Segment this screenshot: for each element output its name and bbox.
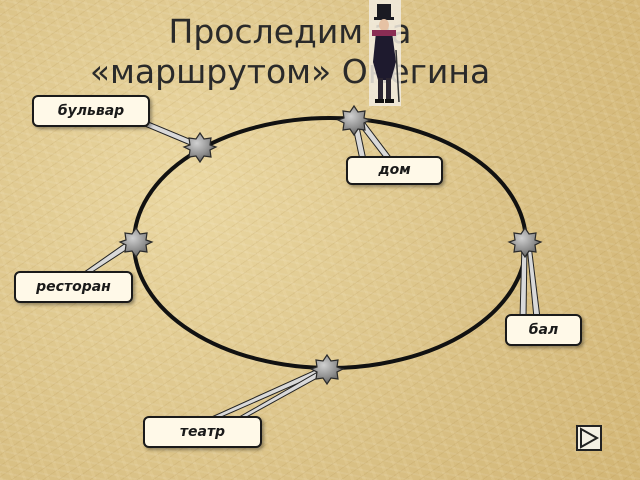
node-dom[interactable] bbox=[336, 104, 372, 137]
next-slide-button[interactable] bbox=[576, 425, 602, 451]
label-bulvar[interactable]: бульвар bbox=[32, 95, 150, 127]
label-bulvar-text: бульвар bbox=[57, 103, 125, 119]
nodes bbox=[118, 104, 543, 386]
label-teatr[interactable]: театр bbox=[143, 416, 262, 448]
label-restoran[interactable]: ресторан bbox=[14, 271, 133, 303]
play-forward-icon bbox=[580, 427, 600, 449]
node-bal[interactable] bbox=[507, 226, 543, 259]
label-bal[interactable]: бал bbox=[505, 314, 582, 346]
connectors bbox=[78, 118, 541, 422]
label-dom-text: дом bbox=[378, 162, 411, 178]
connector-teatr-2 bbox=[232, 368, 330, 421]
title-line-2: «маршрутом» Онегина bbox=[89, 52, 491, 91]
node-teatr[interactable] bbox=[309, 353, 345, 386]
label-restoran-text: ресторан bbox=[36, 279, 111, 295]
connector-teatr bbox=[203, 367, 328, 422]
connector-bal-2 bbox=[526, 244, 541, 319]
node-bulvar[interactable] bbox=[182, 131, 218, 164]
onegin-figure-icon bbox=[369, 0, 401, 106]
label-bal-text: бал bbox=[528, 322, 559, 338]
node-restoran[interactable] bbox=[118, 226, 154, 259]
label-teatr-text: театр bbox=[179, 424, 226, 440]
label-dom[interactable]: дом bbox=[346, 156, 443, 185]
